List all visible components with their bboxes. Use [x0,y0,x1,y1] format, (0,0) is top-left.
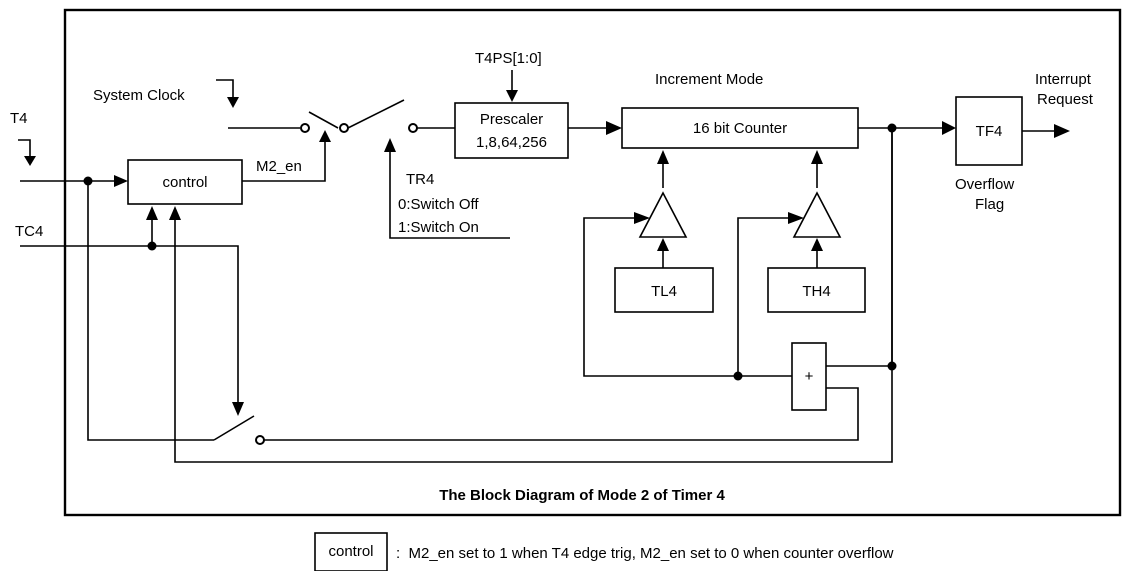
overflow-to-adder-line [826,128,893,367]
tl4-enable-line [583,217,738,377]
clock-gate-contact [339,123,349,133]
clock-gate-blade [308,111,339,129]
tr4-off-label: 0:Switch Off [398,196,479,213]
system-clock-label: System Clock [93,87,185,104]
th4-enable-line [737,217,790,376]
th4-buffer [792,191,842,238]
tr4-control-arrow [384,138,396,152]
th4-to-counter-arrow [811,150,823,164]
prescaler-label: Prescaler [480,111,543,128]
tl4-value-arrow [657,238,669,251]
tl4-label: TL4 [651,283,677,300]
tc4-input-line [20,245,239,404]
th4-block [767,267,866,313]
adder-junction-dot [887,361,897,371]
increment-mode-label: Increment Mode [655,71,763,88]
reload-junction-dot [733,371,743,381]
m2-en-line [242,140,326,182]
diagram-caption: The Block Diagram of Mode 2 of Timer 4 [439,487,725,504]
tl4-enable-arrow [634,212,650,224]
legend-control-box [314,532,388,571]
th4-label: TH4 [802,283,830,300]
tr4-control-line [389,150,510,239]
m2-en-label: M2_en [256,158,302,175]
clock-switch-input-contact [300,123,310,133]
adder-block [791,342,827,411]
tf4-label: TF4 [976,123,1003,140]
th4-enable-arrow [788,212,804,224]
tr4-on-label: 1:Switch On [398,219,479,236]
t4-label: T4 [10,110,28,127]
overflow-to-control-arrow [169,206,181,220]
t4ps-label: T4PS[1:0] [475,50,542,67]
tr4-switch-contact [408,123,418,133]
tf4-block [955,96,1023,166]
counter-label: 16 bit Counter [693,120,787,137]
control-block [127,159,243,205]
tc4-to-control-arrow [146,206,158,220]
system-clock-edge-symbol [216,79,239,108]
tc4-switch-arrow [232,402,244,416]
control-block-label: control [162,174,207,191]
interrupt-label-2: Request [1037,91,1094,108]
reload-switch-blade [213,415,255,441]
legend-description: : M2_en set to 1 when T4 edge trig, M2_e… [396,545,894,562]
reload-switch-contact [255,435,265,445]
prescaler-values: 1,8,64,256 [476,134,547,151]
overflow-flag-label-1: Overflow [955,176,1014,193]
tr4-label: TR4 [406,171,434,188]
counter-block [621,107,859,149]
t4-branch-line [87,181,214,441]
m2-en-arrow [319,130,331,142]
legend-control-label: control [328,543,373,560]
tl4-buffer [638,191,688,238]
t4-to-control-arrow [114,175,128,187]
interrupt-arrow [1054,124,1070,138]
tr4-switch-blade [347,99,405,129]
tl4-block [614,267,714,313]
tc4-label: TC4 [15,223,43,240]
adder-label: + [805,368,814,385]
th4-value-arrow [811,238,823,251]
t4ps-arrow [506,90,518,102]
interrupt-label-1: Interrupt [1035,71,1092,88]
prescaler-to-counter-arrow [606,121,622,135]
prescaler-block [454,102,569,159]
reload-switch-output-line [264,387,859,441]
overflow-flag-label-2: Flag [975,196,1004,213]
counter-to-tf4-arrow [942,121,956,135]
diagram-frame [63,8,1122,517]
tl4-to-counter-arrow [657,150,669,164]
t4-edge-symbol [18,139,36,166]
